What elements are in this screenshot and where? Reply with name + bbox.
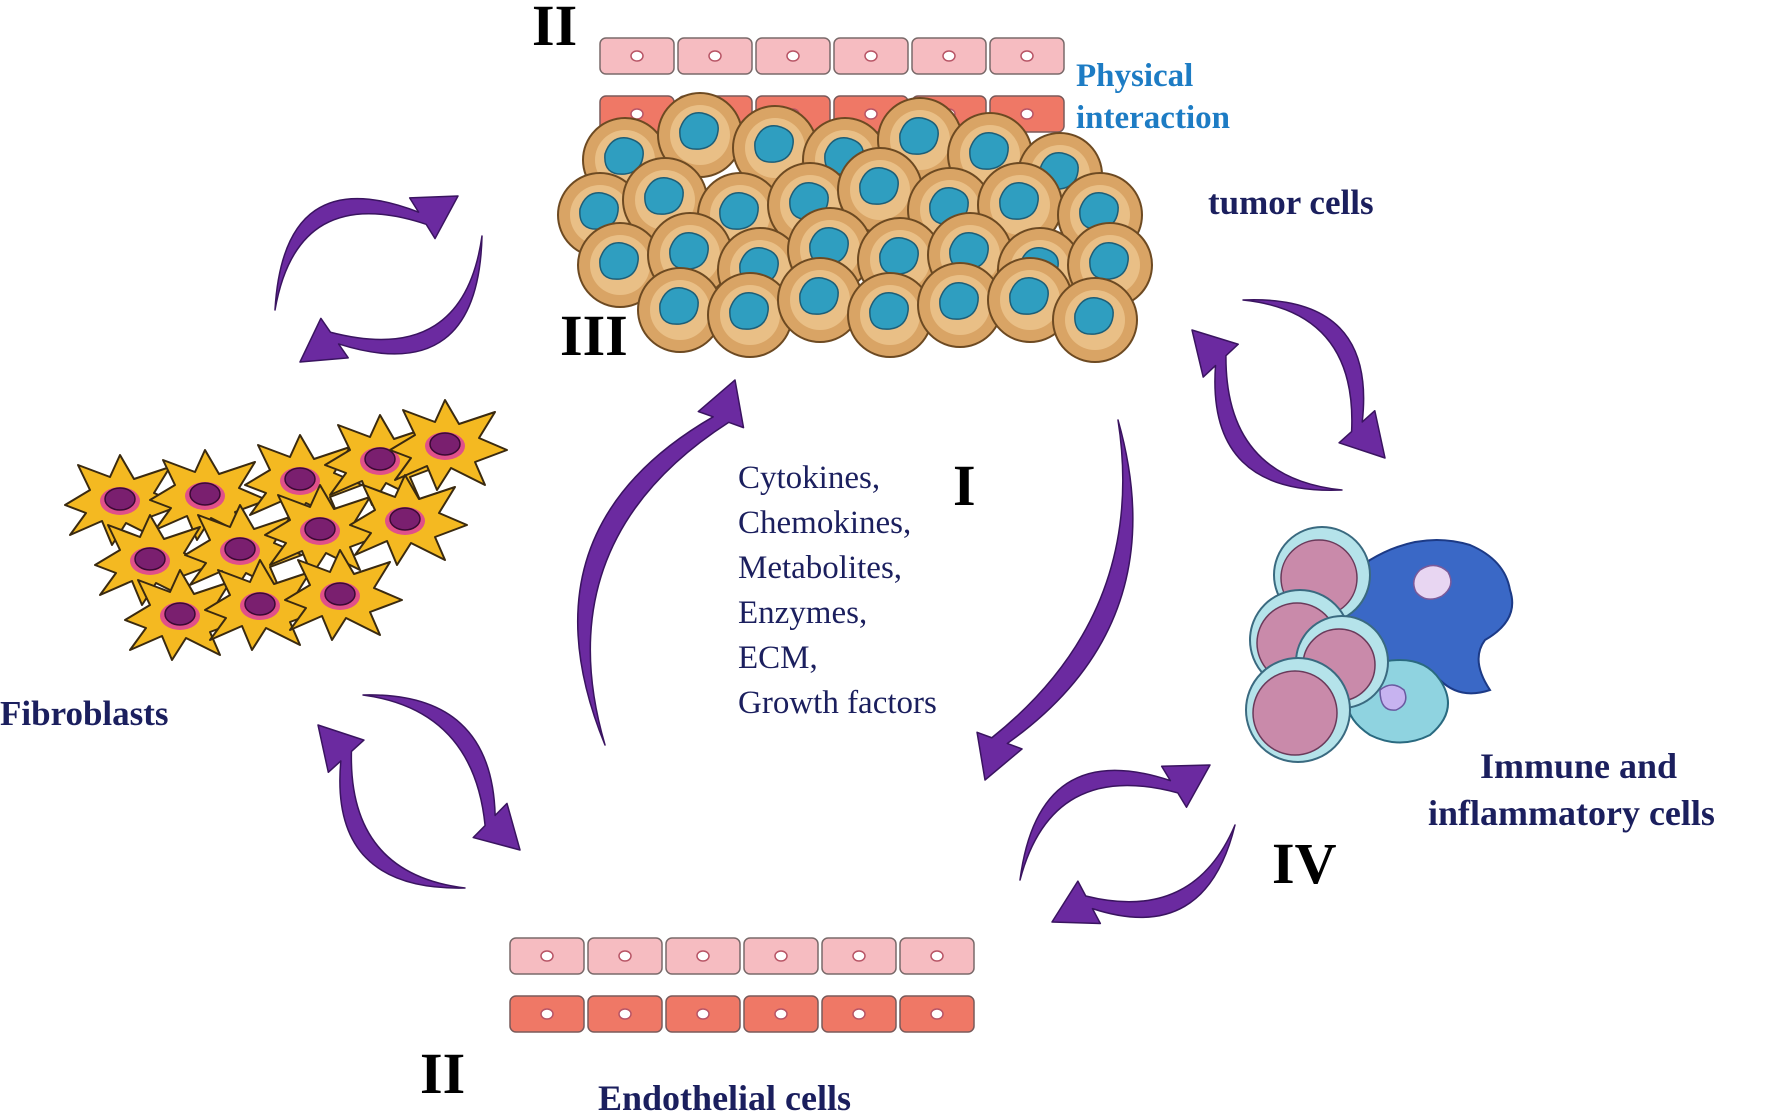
label-physical-interaction-line2: interaction	[1076, 100, 1230, 136]
fibroblast-cell	[184, 504, 303, 596]
factor-item: Cytokines,	[738, 460, 881, 496]
factor-item: ECM,	[738, 640, 818, 676]
tumor-cell	[1052, 277, 1138, 363]
label-physical-interaction-line1: Physical	[1076, 58, 1194, 94]
label-immune-line1: Immune and	[1480, 746, 1678, 786]
label-roman-bottom: II	[420, 1041, 466, 1106]
fibroblast-cell	[284, 549, 403, 641]
lymphocyte-cell	[1245, 657, 1351, 763]
curved-arrow-icon	[1242, 299, 1386, 459]
curved-arrow-icon	[976, 419, 1134, 781]
fibroblast-cell	[94, 514, 213, 606]
fibroblast-cell	[389, 399, 508, 491]
curved-arrow-icon	[362, 694, 521, 851]
curved-arrow-icon	[1191, 329, 1343, 491]
factor-item: Chemokines,	[738, 505, 912, 541]
curved-arrow-icon	[274, 195, 459, 311]
tumor-cell	[837, 147, 923, 233]
tumor-cell	[657, 92, 743, 178]
label-roman-immune: IV	[1272, 831, 1337, 896]
label-tumor-cells: tumor cells	[1208, 183, 1374, 222]
factor-item: Metabolites,	[738, 550, 903, 586]
arrow-group	[274, 195, 1386, 925]
label-roman-top: II	[532, 0, 578, 58]
curved-arrow-icon	[317, 724, 466, 889]
curved-arrow-icon	[1019, 764, 1211, 881]
label-roman-center: I	[953, 453, 976, 518]
fibroblast-cell	[244, 434, 363, 526]
tumor-cell	[577, 222, 663, 308]
label-endothelial-cells: Endothelial cells	[598, 1078, 852, 1116]
fibroblast-cell	[349, 474, 468, 566]
curved-arrow-icon	[577, 379, 745, 746]
fibroblast-cell	[149, 449, 268, 541]
tumor-cell-cluster-icon	[557, 92, 1153, 363]
factor-item: Growth factors	[738, 685, 937, 721]
fibroblast-cell	[64, 454, 183, 546]
tumor-cell	[777, 257, 863, 343]
tumor-cell	[847, 272, 933, 358]
label-fibroblasts: Fibroblasts	[0, 694, 169, 733]
signaling-factor-list: Cytokines, Chemokines, Metabolites, Enzy…	[738, 456, 937, 726]
label-roman-tumor: III	[560, 303, 628, 368]
fibroblast-cluster-icon	[64, 399, 508, 661]
tumor-cell	[987, 257, 1073, 343]
curved-arrow-icon	[299, 235, 483, 363]
tumor-cell	[707, 272, 793, 358]
label-immune-line2: inflammatory cells	[1428, 793, 1715, 833]
fibroblast-cell	[204, 559, 323, 651]
tumor-cell	[637, 267, 723, 353]
immune-cell-cluster-icon	[1245, 526, 1514, 763]
curved-arrow-icon	[1051, 824, 1236, 925]
factor-item: Enzymes,	[738, 595, 868, 631]
endothelial-layer-bottom-icon	[509, 937, 975, 1033]
